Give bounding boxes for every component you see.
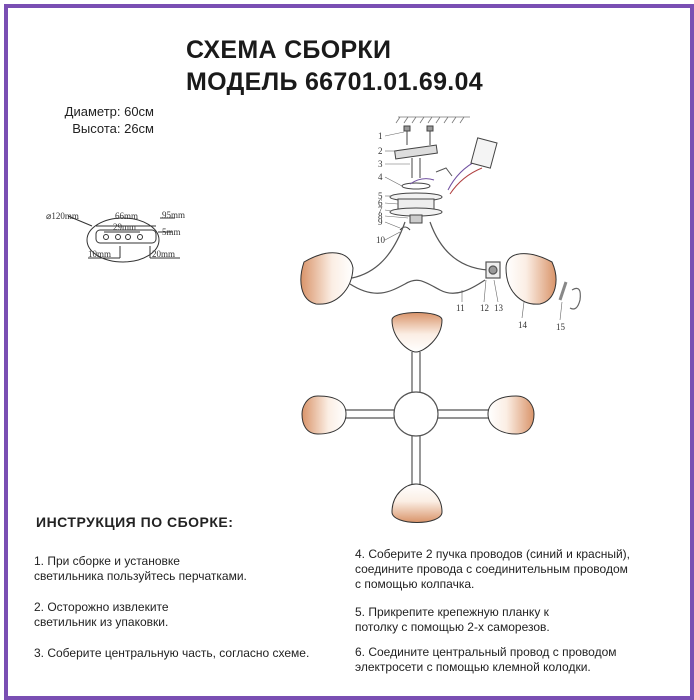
part-label-6: 6 (378, 198, 383, 208)
side-shade-left (300, 252, 354, 305)
detail-29-dim: 29mm (113, 222, 136, 232)
detail-95-dim: 95mm (162, 210, 185, 220)
part-label-4: 4 (378, 172, 383, 182)
part-label-13: 13 (494, 303, 504, 313)
detail-10-dim: 10mm (88, 249, 111, 259)
top-shade-north (391, 312, 443, 353)
detail-outer-dim: ⌀120mm (46, 211, 79, 221)
part-label-8: 8 (378, 211, 383, 221)
side-shade-right (505, 253, 557, 305)
part-label-12: 12 (480, 303, 489, 313)
instruction-step-1: 1. При сборке и установке светильника по… (34, 554, 247, 583)
diameter-label: Диаметр: 60см (64, 104, 154, 119)
plate-slot (95, 229, 157, 244)
ceiling-hatch (395, 116, 470, 124)
instruction-step-3: 3. Соберите центральную часть, согласно … (34, 646, 310, 660)
top-view-lamp (344, 352, 490, 492)
part-label-15: 15 (556, 322, 566, 332)
part-label-14: 14 (518, 320, 528, 330)
detail-66-dim: 66mm (115, 211, 138, 221)
instruction-step-2: 2. Осторожно извлеките светильник из упа… (34, 600, 169, 629)
page-title: СХЕМА СБОРКИ (186, 36, 392, 64)
top-shade-east (487, 395, 535, 435)
height-label: Высота: 26см (72, 121, 154, 136)
detail-5-dim: 5mm (162, 227, 181, 237)
part-label-9: 9 (378, 217, 383, 227)
top-shade-west (301, 395, 347, 435)
detail-20-dim: 20mm (152, 249, 175, 259)
part-label-2: 2 (378, 146, 383, 156)
part-label-1: 1 (378, 131, 383, 141)
model-title: МОДЕЛЬ 66701.01.69.04 (186, 68, 483, 96)
instructions-heading: ИНСТРУКЦИЯ ПО СБОРКЕ: (36, 514, 234, 530)
part-label-7: 7 (378, 205, 383, 215)
top-shade-south (391, 483, 443, 523)
part-label-3: 3 (378, 159, 383, 169)
page-frame (4, 4, 694, 700)
instruction-step-4: 4. Соберите 2 пучка проводов (синий и кр… (355, 547, 630, 591)
instruction-step-5: 5. Прикрепите крепежную планку к потолку… (355, 605, 550, 634)
side-view-lamp (349, 221, 581, 310)
mount-plate-detail (67, 215, 180, 263)
plate-outline (86, 217, 160, 263)
exploded-hardware (389, 125, 498, 231)
instruction-step-6: 6. Соедините центральный провод с провод… (355, 645, 617, 674)
part-label-10: 10 (376, 235, 386, 245)
part-label-11: 11 (456, 303, 465, 313)
part-label-5: 5 (378, 191, 383, 201)
